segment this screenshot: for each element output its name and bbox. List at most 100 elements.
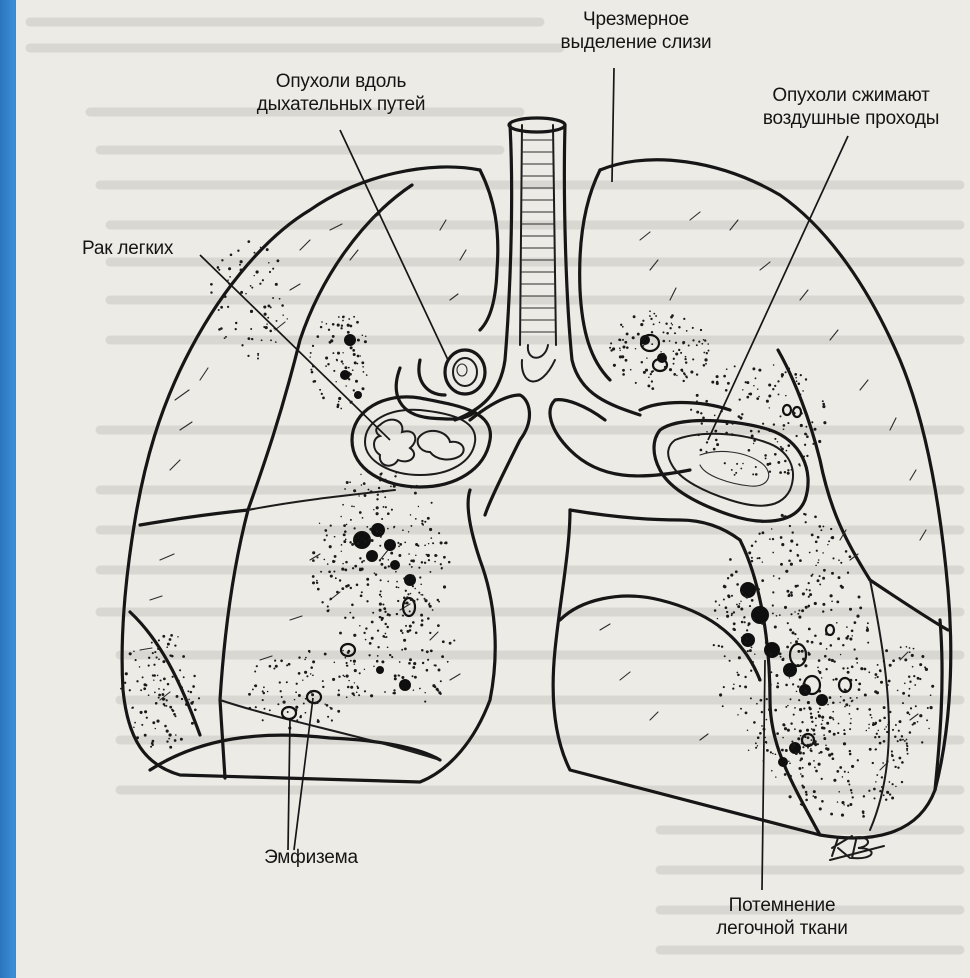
stipple-dot bbox=[140, 711, 143, 714]
stipple-dot bbox=[823, 727, 826, 730]
stipple-dot bbox=[814, 428, 817, 431]
stipple-dot bbox=[836, 601, 839, 604]
stipple-dot bbox=[415, 555, 417, 557]
stipple-dot bbox=[368, 538, 370, 540]
stipple-dot bbox=[864, 694, 867, 697]
stipple-dot bbox=[239, 264, 241, 266]
label-lung-cancer: Рак легких bbox=[82, 237, 222, 260]
stipple-dot bbox=[338, 689, 340, 691]
stipple-dot bbox=[899, 720, 902, 723]
stipple-dot bbox=[725, 432, 728, 435]
stipple-dot bbox=[823, 421, 826, 424]
stipple-dot bbox=[134, 722, 136, 724]
stipple-dot bbox=[692, 327, 694, 329]
stipple-dot bbox=[424, 692, 425, 693]
stipple-dot bbox=[901, 761, 904, 764]
stipple-dot bbox=[414, 676, 417, 679]
stipple-dot bbox=[319, 389, 321, 391]
stipple-dot bbox=[266, 323, 268, 325]
stipple-dot bbox=[379, 473, 382, 476]
stipple-dot bbox=[819, 583, 821, 585]
stipple-dot bbox=[807, 652, 809, 654]
stipple-dot bbox=[326, 323, 328, 325]
stipple-dot bbox=[700, 329, 702, 331]
stipple-dot bbox=[749, 605, 751, 607]
stipple-dot bbox=[254, 252, 256, 254]
stipple-dot bbox=[416, 598, 418, 600]
stipple-dot bbox=[800, 757, 803, 760]
stipple-dot bbox=[730, 574, 733, 577]
stipple-dot bbox=[227, 279, 229, 281]
stipple-dot bbox=[798, 382, 801, 385]
stipple-dot bbox=[316, 335, 319, 338]
stipple-dot bbox=[738, 656, 741, 659]
stipple-dot bbox=[276, 259, 279, 262]
stipple-dot bbox=[269, 271, 271, 273]
stipple-dot bbox=[787, 444, 790, 447]
stipple-dot bbox=[849, 679, 852, 682]
stipple-dot bbox=[765, 457, 767, 459]
stipple-dot bbox=[257, 355, 258, 356]
stipple-dot bbox=[327, 605, 329, 607]
stipple-dot bbox=[765, 641, 767, 643]
left-lung-cancer-mass bbox=[352, 397, 490, 487]
stipple-dot bbox=[372, 612, 374, 614]
stipple-dot bbox=[927, 707, 929, 709]
stipple-dot bbox=[862, 812, 864, 814]
stipple-dot bbox=[773, 364, 775, 366]
stipple-dot bbox=[448, 561, 451, 564]
stipple-dot bbox=[342, 363, 344, 365]
stipple-dot bbox=[706, 352, 708, 354]
stipple-dot bbox=[228, 267, 231, 270]
stipple-dot bbox=[755, 473, 758, 476]
stipple-dot bbox=[820, 529, 822, 531]
stipple-dot bbox=[790, 722, 792, 724]
stipple-dot bbox=[799, 465, 801, 467]
stipple-dot bbox=[850, 697, 852, 699]
stipple-dot bbox=[410, 598, 413, 601]
stipple-dot bbox=[829, 696, 832, 699]
stipple-dot bbox=[342, 563, 343, 564]
stipple-dot bbox=[154, 692, 156, 694]
stipple-dot bbox=[256, 270, 259, 273]
stipple-dot bbox=[647, 384, 650, 387]
stipple-dot bbox=[415, 631, 418, 634]
stipple-dot bbox=[267, 304, 270, 307]
stipple-dot bbox=[827, 704, 829, 706]
stipple-dot bbox=[810, 748, 812, 750]
stipple-dot bbox=[440, 541, 443, 544]
stipple-dot bbox=[288, 663, 291, 666]
stipple-dot bbox=[787, 729, 790, 732]
stipple-dot bbox=[789, 525, 791, 527]
stipple-dot bbox=[295, 706, 298, 709]
stipple-dot bbox=[906, 750, 908, 752]
stipple-dot bbox=[772, 388, 774, 390]
stipple-dot bbox=[653, 323, 655, 325]
stipple-dot bbox=[909, 681, 911, 683]
stipple-dot bbox=[818, 714, 821, 717]
stipple-dot bbox=[384, 623, 386, 625]
stipple-dot bbox=[746, 381, 749, 384]
stipple-dot bbox=[814, 740, 817, 743]
stipple-dot bbox=[760, 699, 763, 702]
stipple-dot bbox=[382, 635, 385, 638]
stipple-dot bbox=[700, 449, 703, 452]
stipple-dot bbox=[166, 646, 168, 648]
stipple-dot bbox=[374, 572, 376, 574]
stipple-dot bbox=[825, 668, 827, 670]
stipple-dot bbox=[361, 361, 364, 364]
stipple-dot bbox=[837, 801, 838, 802]
stipple-dot bbox=[347, 324, 350, 327]
stipple-dot bbox=[368, 654, 370, 656]
stipple-dot bbox=[774, 709, 777, 712]
stipple-dot bbox=[453, 639, 455, 641]
stipple-dot bbox=[784, 727, 787, 730]
stipple-dot bbox=[714, 430, 717, 433]
stipple-dot bbox=[393, 485, 396, 488]
stipple-dot bbox=[414, 588, 416, 590]
stipple-dot bbox=[825, 747, 828, 750]
stipple-dot bbox=[432, 542, 434, 544]
stipple-dot bbox=[715, 600, 717, 602]
stipple-dot bbox=[815, 770, 818, 773]
stipple-dot bbox=[784, 460, 787, 463]
